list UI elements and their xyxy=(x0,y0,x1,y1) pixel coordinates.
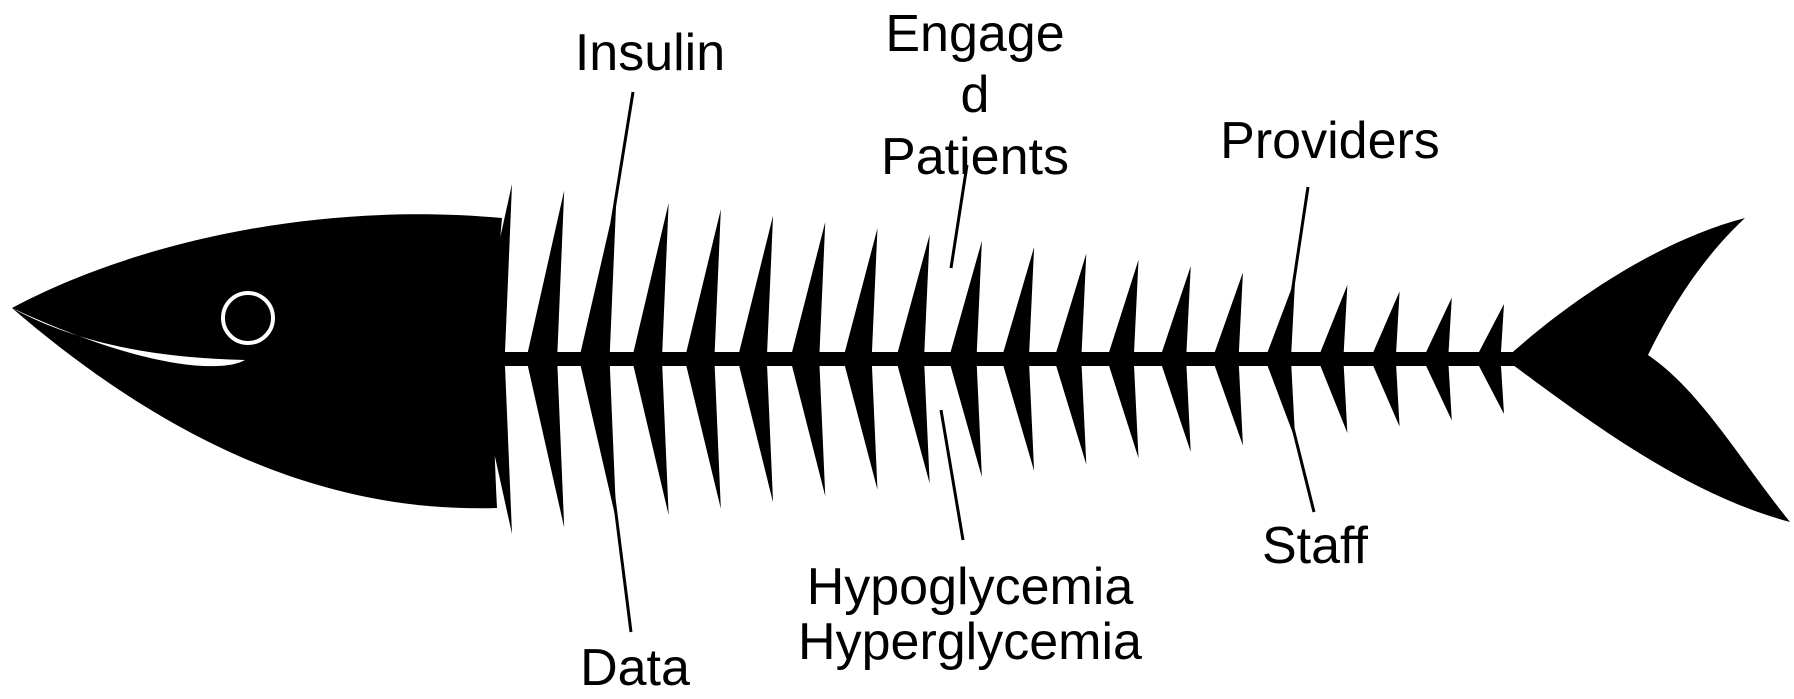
rib-upper xyxy=(1162,266,1191,352)
leader-line-data xyxy=(613,490,631,632)
rib-lower xyxy=(1109,366,1138,458)
rib-lower xyxy=(898,366,930,483)
rib-lower xyxy=(845,366,878,490)
leader-line-staff xyxy=(1283,388,1314,512)
rib-upper xyxy=(1056,253,1086,352)
rib-upper xyxy=(792,222,825,352)
rib-lower xyxy=(739,366,773,502)
rib-upper xyxy=(1479,304,1504,352)
cause-label-data: Data xyxy=(565,637,705,699)
rib-upper xyxy=(1109,260,1138,352)
rib-upper xyxy=(528,190,564,352)
rib-lower xyxy=(1162,366,1191,452)
cause-label-insulin: Insulin xyxy=(560,22,740,84)
leader-line-providers xyxy=(1291,187,1308,300)
rib-lower xyxy=(1320,366,1347,433)
cause-label-engaged-patients: Engage d Patients xyxy=(870,4,1080,188)
cause-label-hypo-hyperglycemia: Hypoglycemia Hyperglycemia xyxy=(780,560,1160,669)
rib-lower xyxy=(1373,366,1399,427)
rib-upper xyxy=(1426,298,1452,352)
cause-label-staff: Staff xyxy=(1245,515,1385,577)
rib-lower xyxy=(528,366,564,528)
rib-upper xyxy=(1373,291,1399,352)
rib-lower xyxy=(1003,366,1034,471)
rib-lower xyxy=(581,366,617,521)
fish-eye xyxy=(223,293,273,343)
fish-head xyxy=(12,214,502,508)
rib-lower xyxy=(1268,366,1296,439)
leader-line-insulin xyxy=(612,92,633,222)
rib-upper xyxy=(1003,247,1034,352)
rib-lower xyxy=(1479,366,1504,414)
rib-lower xyxy=(686,366,720,509)
rib-upper xyxy=(739,216,773,352)
rib-lower xyxy=(1056,366,1086,465)
rib-upper xyxy=(1320,285,1347,352)
leader-line-hypo xyxy=(941,410,963,540)
fish-spine xyxy=(490,352,1515,366)
fish-tail xyxy=(1505,218,1790,522)
rib-upper xyxy=(898,235,930,352)
rib-upper xyxy=(634,203,669,352)
rib-lower xyxy=(951,366,982,477)
rib-upper xyxy=(951,241,982,352)
rib-upper xyxy=(1215,272,1243,352)
rib-lower xyxy=(792,366,825,496)
rib-upper xyxy=(686,209,720,352)
rib-lower xyxy=(1215,366,1243,446)
cause-label-providers: Providers xyxy=(1200,110,1460,172)
rib-lower xyxy=(634,366,669,515)
rib-upper xyxy=(845,228,878,352)
rib-lower xyxy=(1426,366,1452,420)
